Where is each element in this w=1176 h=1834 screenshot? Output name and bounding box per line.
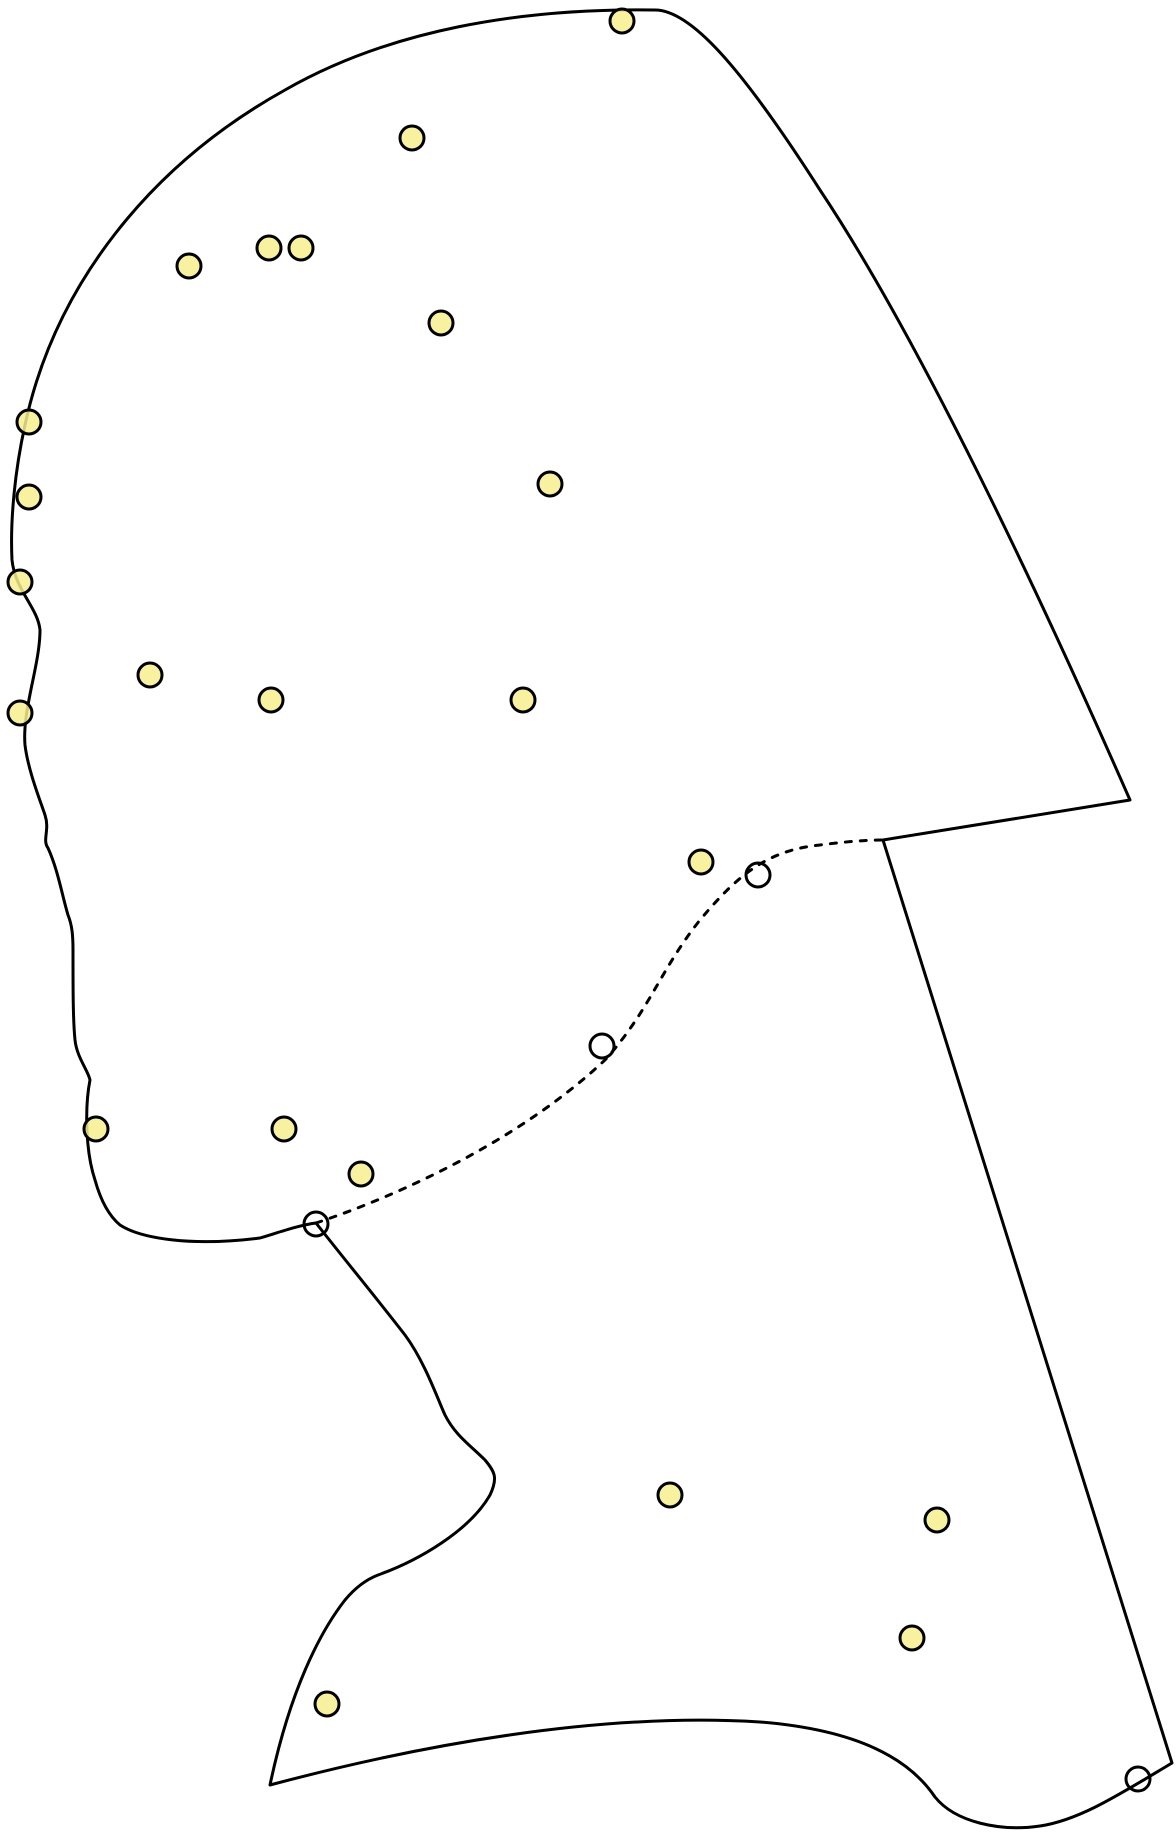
filled-marker-13 (511, 688, 535, 712)
filled-marker-9 (8, 570, 32, 594)
filled-marker-15 (689, 850, 713, 874)
filled-marker-21 (900, 1626, 924, 1650)
filled-marker-19 (658, 1483, 682, 1507)
filled-marker-6 (429, 311, 453, 335)
filled-marker-10 (538, 472, 562, 496)
point-markers (8, 9, 1150, 1791)
open-marker-1 (746, 863, 770, 887)
filled-marker-18 (349, 1162, 373, 1186)
filled-marker-12 (259, 688, 283, 712)
filled-marker-2 (400, 126, 424, 150)
filled-marker-14 (8, 701, 32, 725)
neck-outline (270, 840, 1172, 1828)
filled-marker-5 (289, 236, 313, 260)
filled-marker-4 (257, 236, 281, 260)
head-outline (12, 10, 1130, 1242)
filled-marker-1 (610, 9, 634, 33)
filled-marker-3 (177, 254, 201, 278)
filled-marker-7 (17, 410, 41, 434)
open-marker-2 (590, 1034, 614, 1058)
filled-marker-8 (17, 485, 41, 509)
filled-marker-17 (272, 1117, 296, 1141)
open-marker-3 (304, 1212, 328, 1236)
filled-marker-22 (315, 1692, 339, 1716)
open-marker-4 (1126, 1767, 1150, 1791)
filled-marker-16 (84, 1117, 108, 1141)
dashed-boundary-line (316, 840, 883, 1223)
filled-marker-11 (138, 663, 162, 687)
filled-marker-20 (925, 1508, 949, 1532)
